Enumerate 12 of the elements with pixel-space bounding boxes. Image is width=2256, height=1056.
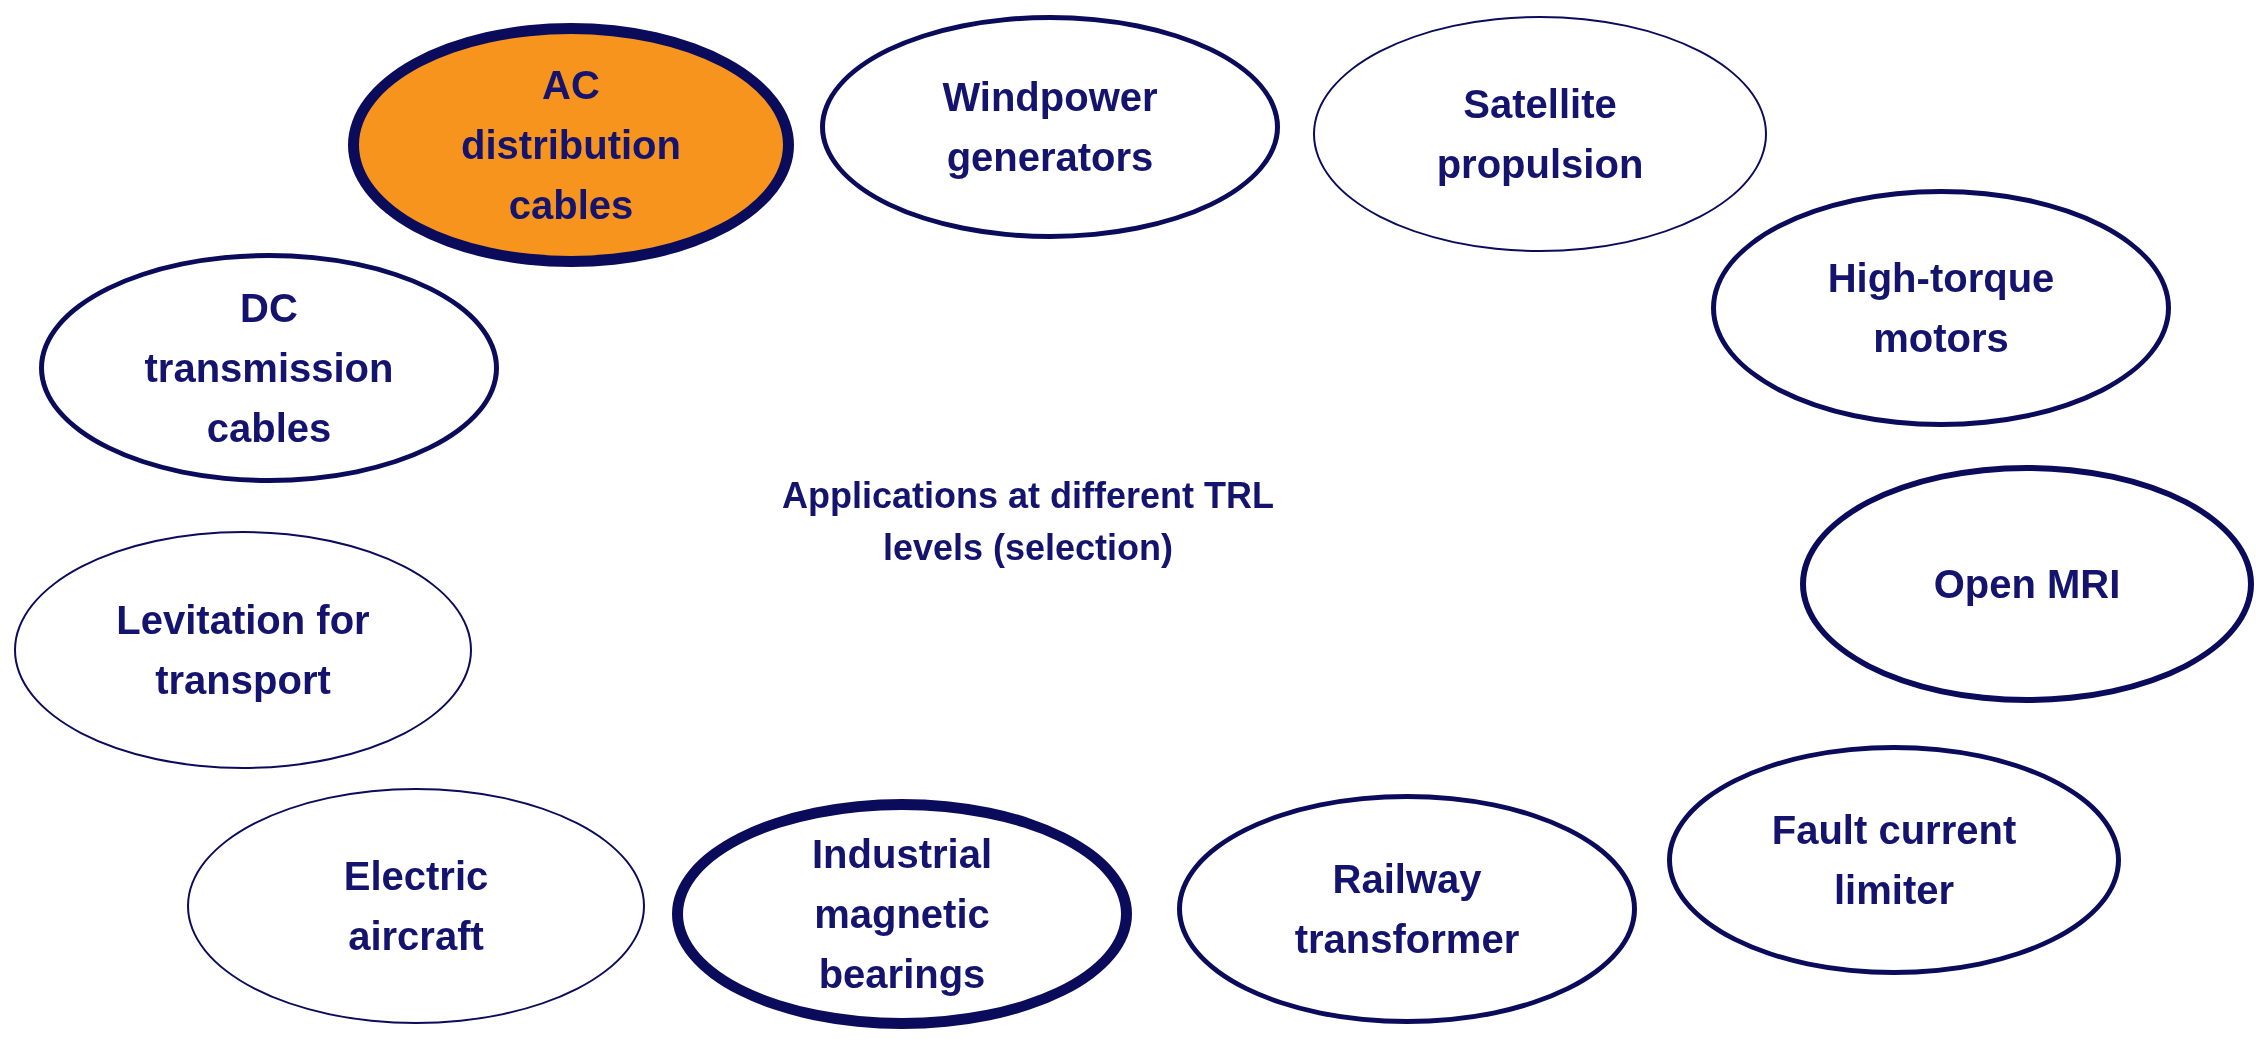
node-label: Levitation for transport <box>115 597 371 704</box>
node-label: Open MRI <box>1932 561 2122 608</box>
node-label: Railway transformer <box>1293 856 1521 963</box>
node-label: Windpower generators <box>941 74 1159 181</box>
node-label: Industrial magnetic bearings <box>811 831 993 998</box>
diagram-title: Applications at different TRL levels (selection) <box>781 474 1275 571</box>
node-label: Satellite propulsion <box>1435 81 1645 188</box>
node-label: Fault current limiter <box>1770 807 2018 914</box>
node-label: AC distribution cables <box>460 62 682 229</box>
node-label: High-torque motors <box>1826 255 2056 362</box>
node-label: Electric aircraft <box>342 853 490 960</box>
node-label: DC transmission cables <box>143 285 395 452</box>
